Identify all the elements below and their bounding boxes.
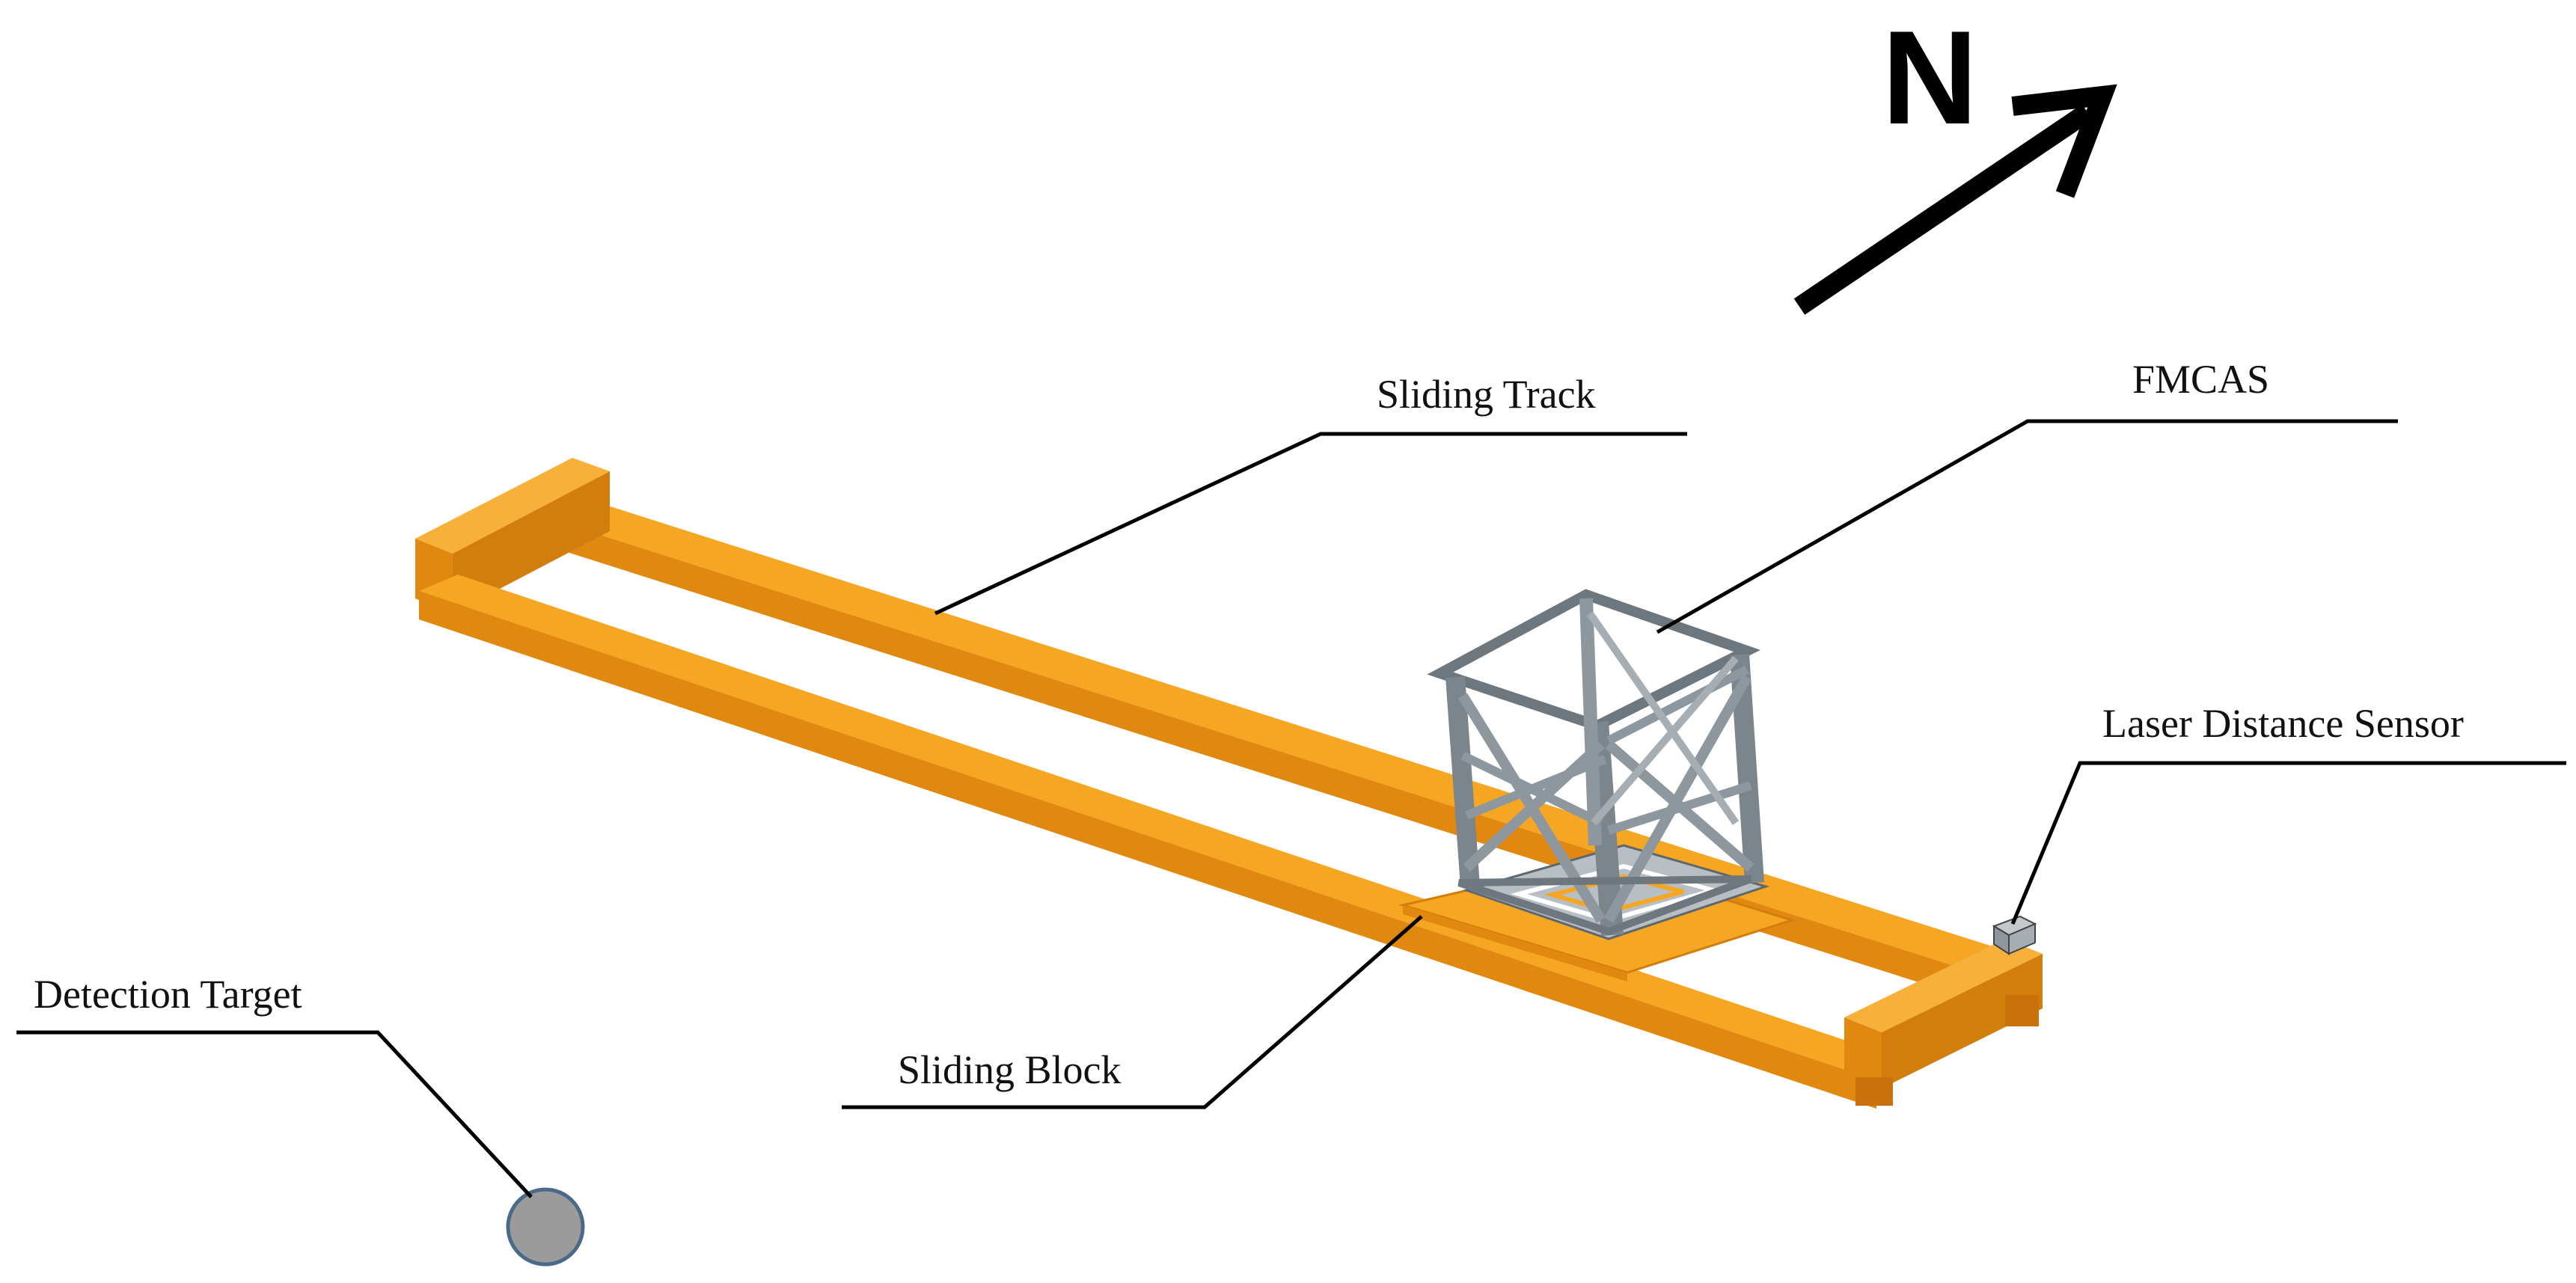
sliding-track bbox=[415, 458, 2043, 1109]
leader-sliding-track bbox=[934, 432, 1687, 616]
leader-detection-target bbox=[16, 1030, 533, 1198]
north-indicator: N bbox=[1793, 3, 2117, 315]
laser-sensor-icon bbox=[1992, 915, 2037, 955]
leader-laser-sensor bbox=[2010, 761, 2566, 925]
leader-lines bbox=[16, 419, 2566, 1198]
north-label: N bbox=[1882, 3, 1978, 152]
label-fmcas: FMCAS bbox=[2132, 357, 2269, 402]
back-rail bbox=[565, 503, 2028, 1006]
label-sliding-track: Sliding Track bbox=[1377, 372, 1596, 417]
detection-target-icon bbox=[506, 1187, 585, 1267]
leader-sliding-block bbox=[842, 915, 1423, 1109]
leader-fmcas bbox=[1656, 419, 2398, 634]
label-laser-distance-sensor: Laser Distance Sensor bbox=[2102, 701, 2464, 746]
label-sliding-block: Sliding Block bbox=[898, 1047, 1122, 1092]
right-end-beam bbox=[1844, 939, 2043, 1106]
fmcas-frame bbox=[1427, 589, 1770, 940]
front-rail bbox=[419, 575, 1915, 1109]
label-detection-target: Detection Target bbox=[34, 972, 302, 1017]
north-arrow-icon bbox=[1793, 84, 2117, 315]
